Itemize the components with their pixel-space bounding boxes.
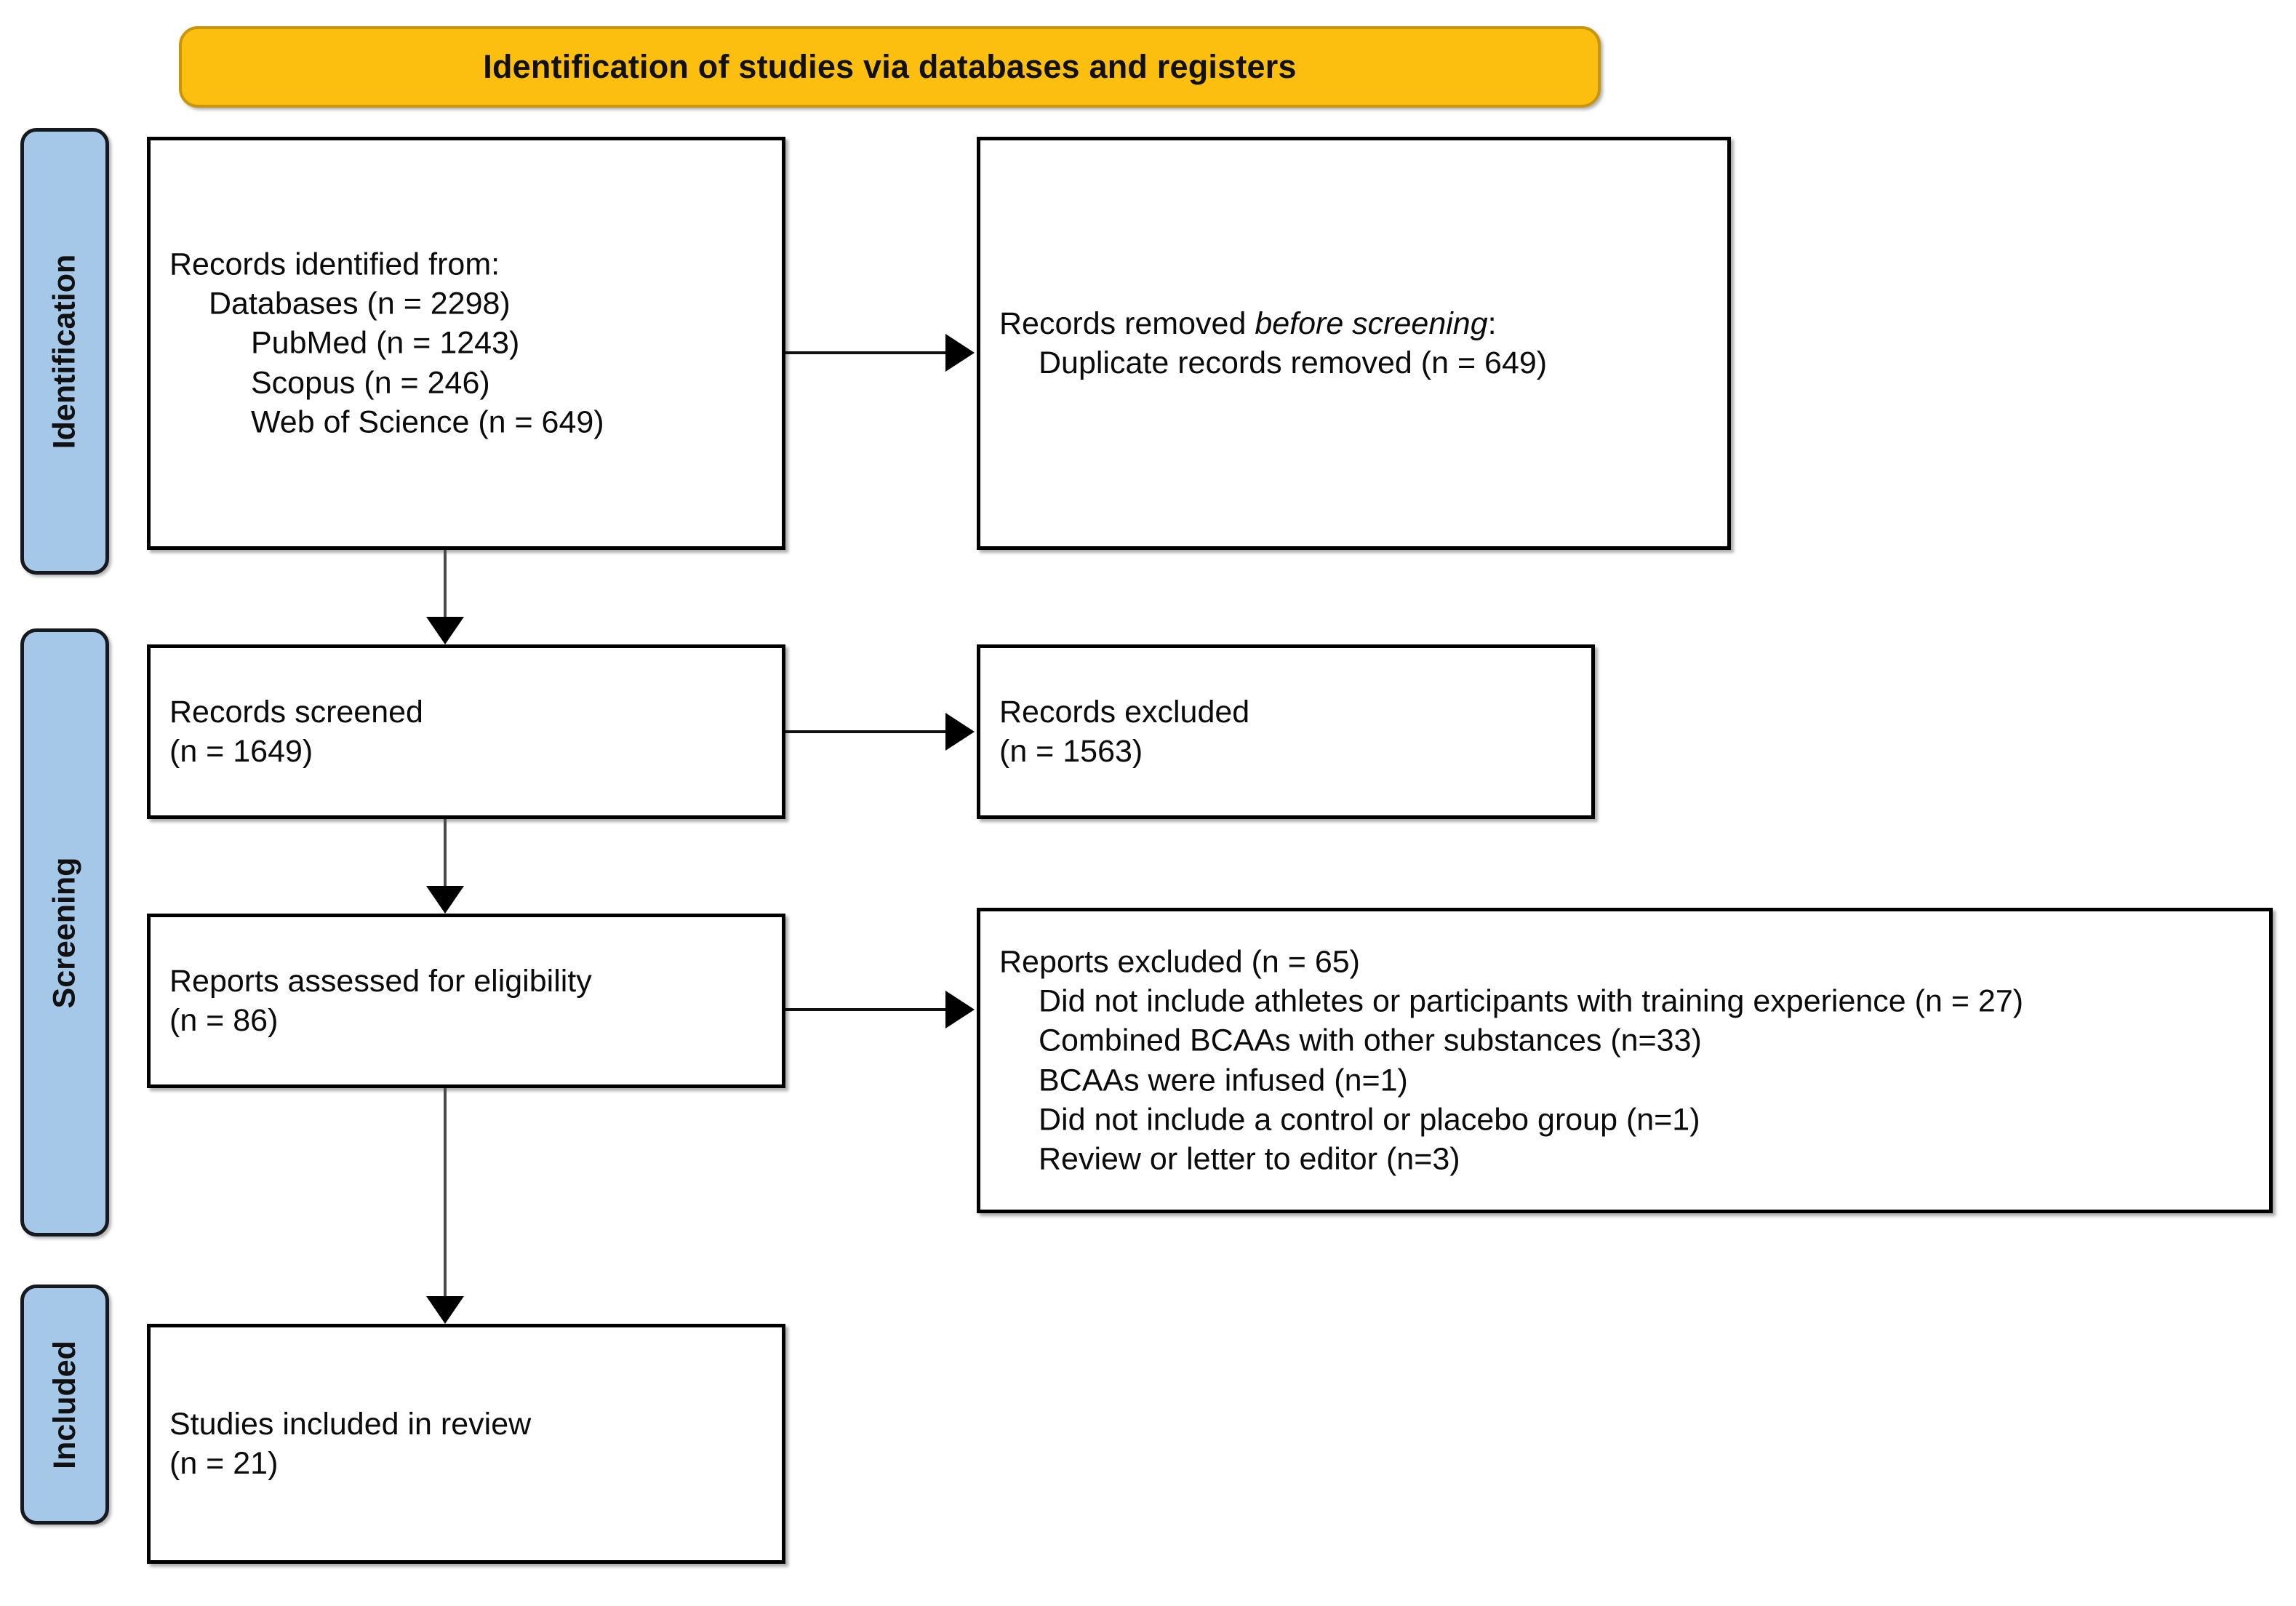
reports-assessed-line-0: Reports assessed for eligibility [169,963,592,999]
reports-excluded-line-3: BCAAs were infused (n=1) [1039,1063,1408,1098]
box-records-excluded-body: Records excluded (n = 1563) [980,692,1591,771]
studies-included-line-0: Studies included in review [169,1406,532,1442]
connector-screened-to-excluded [785,730,950,733]
records-removed-line-0: Records removed before screening: [999,304,1708,343]
diagram-header-banner: Identification of studies via databases … [179,26,1601,108]
connector-identified-to-removed [785,351,950,354]
records-removed-line-1: Duplicate records removed (n = 649) [1039,345,1548,380]
records-screened-line-0: Records screened [169,694,423,730]
reports-excluded-line-0: Reports excluded (n = 65) [999,944,1360,980]
connector-assessed-to-reports-excluded [785,1008,950,1011]
reports-assessed-line-1: (n = 86) [169,1003,279,1038]
connector-screened-to-assessed [444,819,447,889]
reports-excluded-line-5: Review or letter to editor (n=3) [1039,1141,1460,1177]
box-reports-excluded: Reports excluded (n = 65) Did not includ… [977,908,2273,1213]
records-identified-line-3: Scopus (n = 246) [251,365,490,401]
records-removed-italic: before screening [1255,305,1488,341]
arrowhead-assessed-to-reports-excluded [945,991,975,1028]
arrowhead-screened-to-assessed [426,886,464,914]
records-identified-line-1: Databases (n = 2298) [209,286,511,321]
phase-tab-identification: Identification [20,128,109,575]
box-records-removed-body: Records removed before screening: Duplic… [980,304,1727,383]
box-records-screened: Records screened (n = 1649) [147,644,785,819]
phase-tab-identification-label: Identification [47,254,82,449]
arrowhead-identified-to-removed [945,334,975,372]
reports-excluded-line-4: Did not include a control or placebo gro… [1039,1102,1700,1138]
phase-tab-screening: Screening [20,628,109,1237]
reports-excluded-line-1: Did not include athletes or participants… [1039,983,2024,1019]
box-reports-assessed-body: Reports assessed for eligibility (n = 86… [151,962,782,1040]
studies-included-line-1: (n = 21) [169,1446,279,1481]
connector-identified-to-screened [444,550,447,620]
arrowhead-identified-to-screened [426,617,464,644]
box-reports-assessed: Reports assessed for eligibility (n = 86… [147,914,785,1088]
records-excluded-line-0: Records excluded [999,694,1250,730]
box-records-screened-body: Records screened (n = 1649) [151,692,782,771]
records-identified-line-0: Records identified from: [169,247,500,282]
records-identified-line-2: PubMed (n = 1243) [251,325,520,361]
box-records-identified-body: Records identified from: Databases (n = … [151,245,782,442]
box-studies-included-body: Studies included in review (n = 21) [151,1405,782,1483]
box-studies-included: Studies included in review (n = 21) [147,1324,785,1564]
records-excluded-line-1: (n = 1563) [999,734,1143,769]
arrowhead-assessed-to-included [426,1296,464,1324]
box-reports-excluded-body: Reports excluded (n = 65) Did not includ… [980,942,2269,1178]
records-identified-line-4: Web of Science (n = 649) [251,404,604,440]
phase-tab-screening-label: Screening [47,857,82,1008]
arrowhead-screened-to-excluded [945,713,975,751]
box-records-identified: Records identified from: Databases (n = … [147,137,785,550]
box-records-excluded: Records excluded (n = 1563) [977,644,1595,819]
box-records-removed: Records removed before screening: Duplic… [977,137,1731,550]
diagram-title: Identification of studies via databases … [483,48,1297,85]
records-removed-prefix: Records removed [999,305,1255,341]
reports-excluded-line-2: Combined BCAAs with other substances (n=… [1039,1023,1702,1058]
records-screened-line-1: (n = 1649) [169,734,313,769]
connector-assessed-to-included [444,1088,447,1299]
records-removed-colon: : [1487,305,1497,341]
phase-tab-included-label: Included [47,1340,82,1469]
phase-tab-included: Included [20,1285,109,1525]
